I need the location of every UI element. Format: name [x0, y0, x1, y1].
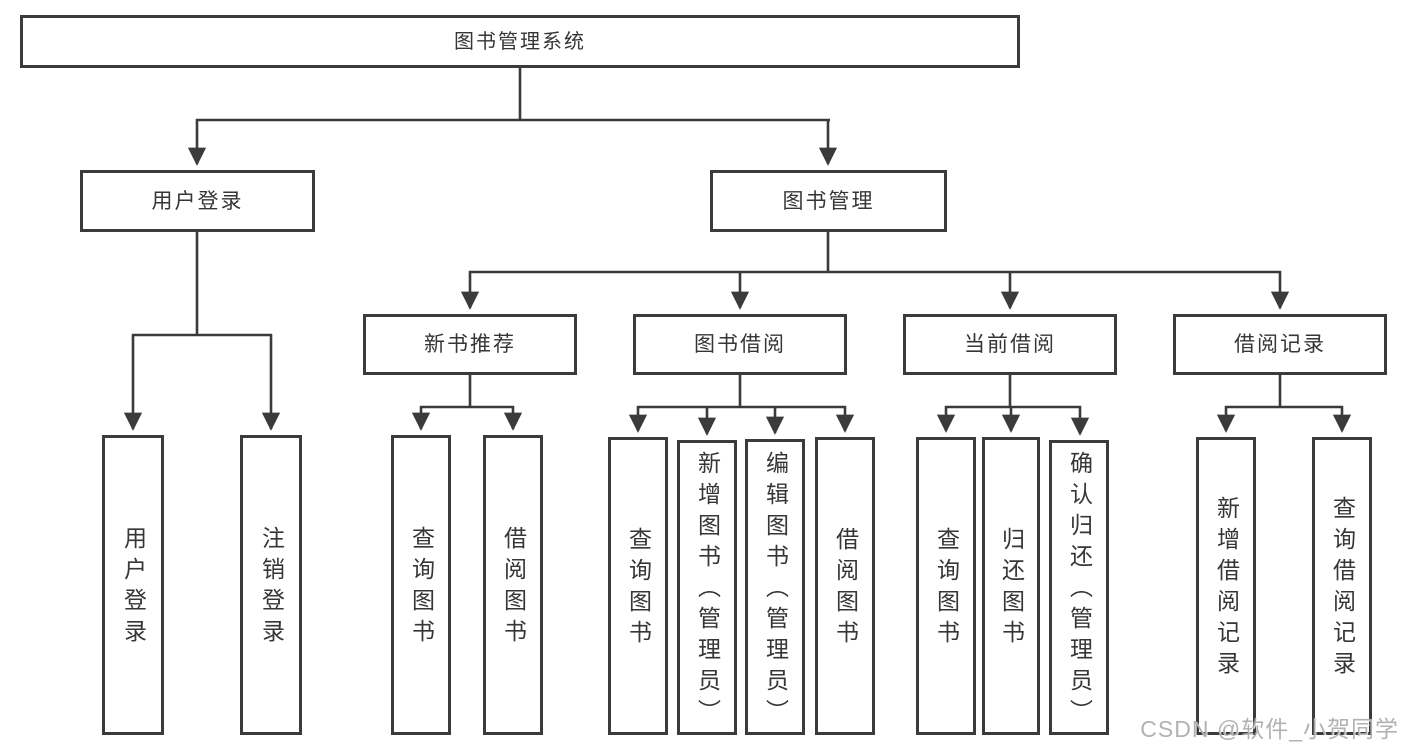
node-book-management: 图书管理	[710, 170, 947, 232]
node-current-borrow: 当前借阅	[903, 314, 1117, 375]
node-borrow-records: 借阅记录	[1173, 314, 1387, 375]
leaf-logout: 注销登录	[240, 435, 302, 735]
leaf-current-confirm-return-admin: 确认归还（管理员）	[1049, 440, 1109, 735]
leaf-borrow-edit-books-admin: 编辑图书（管理员）	[745, 439, 805, 735]
leaf-current-query-books: 查询图书	[916, 437, 976, 735]
leaf-recommend-borrow-books: 借阅图书	[483, 435, 543, 735]
node-user-login: 用户登录	[80, 170, 315, 232]
leaf-user-login: 用户登录	[102, 435, 164, 735]
leaf-records-add-record: 新增借阅记录	[1196, 437, 1256, 735]
leaf-borrow-add-books-admin: 新增图书（管理员）	[677, 440, 737, 735]
node-book-borrow: 图书借阅	[633, 314, 847, 375]
leaf-recommend-query-books: 查询图书	[391, 435, 451, 735]
leaf-borrow-borrow-books: 借阅图书	[815, 437, 875, 735]
node-new-book-recommend: 新书推荐	[363, 314, 577, 375]
leaf-borrow-query-books: 查询图书	[608, 437, 668, 735]
leaf-records-query-record: 查询借阅记录	[1312, 437, 1372, 735]
leaf-current-return-books: 归还图书	[982, 437, 1040, 735]
node-library-management-system: 图书管理系统	[20, 15, 1020, 68]
